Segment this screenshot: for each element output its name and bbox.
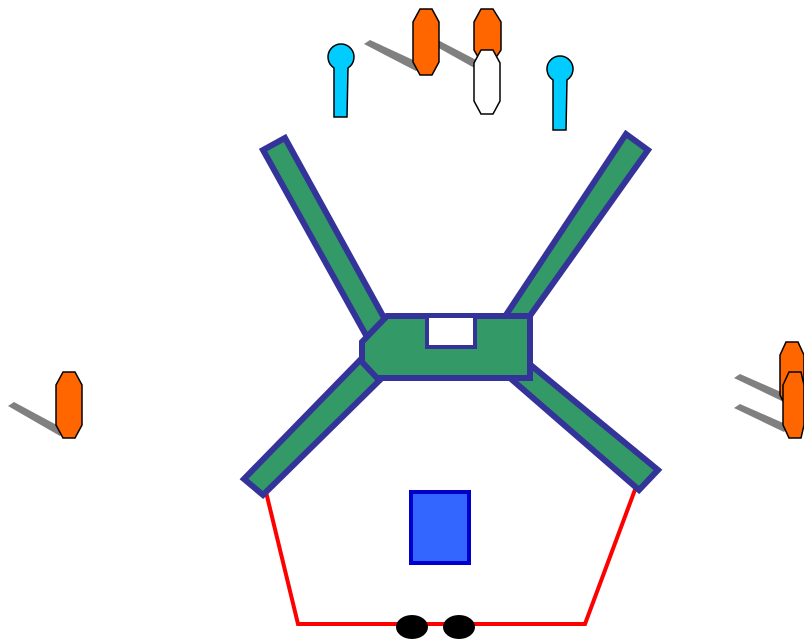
shadow-streak xyxy=(734,404,790,432)
shadow-streak xyxy=(364,40,424,71)
upper-right-arm xyxy=(498,129,653,324)
pin-icon xyxy=(327,43,355,118)
lower-right-arm xyxy=(505,358,663,495)
upper-left-arm xyxy=(258,133,393,342)
shadow-streak xyxy=(734,374,790,402)
center-window xyxy=(425,314,477,349)
pin-icon xyxy=(546,55,574,131)
floor-rect xyxy=(409,490,471,565)
octagon-marker-icon xyxy=(412,8,440,76)
pin-right xyxy=(546,55,574,131)
structure xyxy=(239,129,663,500)
shadow-streak xyxy=(8,402,66,436)
octagon-marker-icon xyxy=(55,371,83,439)
octagon-marker-icon xyxy=(782,371,804,439)
shadow-streak xyxy=(428,38,484,70)
octagon-marker-icon xyxy=(473,49,501,115)
boundary-line xyxy=(264,486,638,626)
lower-left-arm xyxy=(239,350,390,500)
black-dot-right xyxy=(443,615,475,639)
pin-left xyxy=(327,43,355,118)
black-dot-left xyxy=(396,615,428,639)
